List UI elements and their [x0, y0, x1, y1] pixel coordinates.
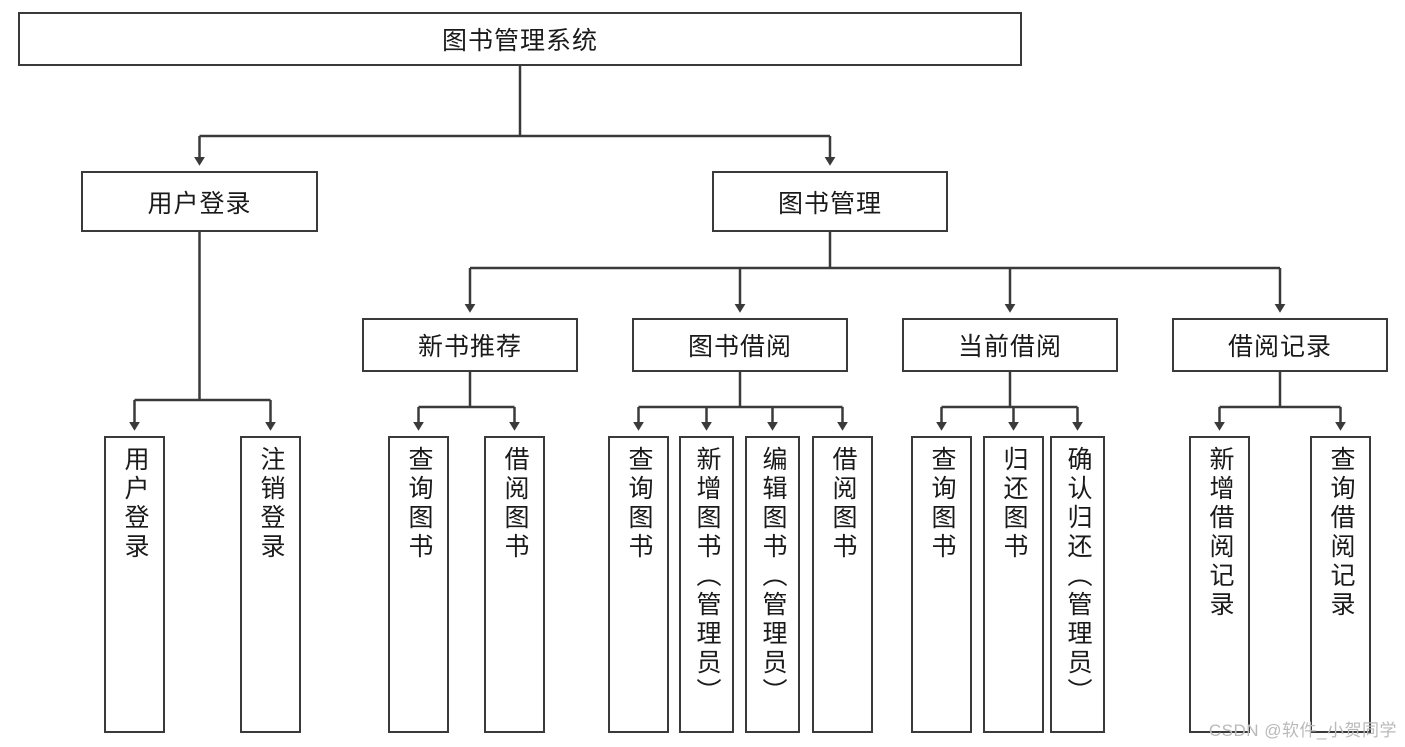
leaf-node-leaf-edit-book[interactable]: 编辑图书（管理员） — [745, 436, 800, 733]
root-node-root[interactable]: 图书管理系统 — [18, 12, 1022, 66]
level2-node-book-manage[interactable]: 图书管理 — [712, 171, 948, 232]
leaf-node-leaf-query-book-2[interactable]: 查询图书 — [608, 436, 669, 733]
node-label: 借阅记录 — [1227, 333, 1332, 361]
leaf-node-leaf-return-book[interactable]: 归还图书 — [983, 436, 1044, 733]
node-label: 查询图书 — [928, 446, 956, 562]
node-label: 新增图书（管理员） — [693, 446, 721, 707]
leaf-node-leaf-query-book-1[interactable]: 查询图书 — [388, 436, 449, 733]
node-label: 新增借阅记录 — [1206, 446, 1234, 620]
node-label: 查询借阅记录 — [1327, 446, 1355, 620]
node-label: 用户登录 — [147, 189, 252, 218]
node-label: 图书管理 — [777, 189, 882, 218]
level3-node-new-book-recommend[interactable]: 新书推荐 — [362, 318, 578, 372]
node-label: 注销登录 — [257, 446, 285, 562]
node-label: 借阅图书 — [501, 446, 529, 562]
level3-node-current-borrow[interactable]: 当前借阅 — [902, 318, 1118, 372]
node-label: 当前借阅 — [957, 333, 1062, 361]
node-label: 借阅图书 — [829, 446, 857, 562]
level2-node-user-login[interactable]: 用户登录 — [81, 171, 318, 232]
leaf-node-leaf-add-book[interactable]: 新增图书（管理员） — [679, 436, 734, 733]
leaf-node-leaf-query-book-3[interactable]: 查询图书 — [911, 436, 972, 733]
leaf-node-leaf-logout[interactable]: 注销登录 — [240, 436, 301, 733]
leaf-node-leaf-add-record[interactable]: 新增借阅记录 — [1189, 436, 1250, 733]
node-label: 查询图书 — [625, 446, 653, 562]
node-label: 查询图书 — [405, 446, 433, 562]
leaf-node-leaf-user-login[interactable]: 用户登录 — [104, 436, 165, 733]
watermark-text: CSDN @软件_小贺同学 — [1208, 721, 1397, 740]
leaf-node-leaf-borrow-book-2[interactable]: 借阅图书 — [812, 436, 873, 733]
level3-node-book-borrow[interactable]: 图书借阅 — [632, 318, 848, 372]
node-label: 归还图书 — [1000, 446, 1028, 562]
node-label: 确认归还（管理员） — [1064, 446, 1092, 707]
node-label: 图书管理系统 — [441, 27, 598, 55]
node-label: 编辑图书（管理员） — [759, 446, 787, 707]
leaf-node-leaf-confirm-return[interactable]: 确认归还（管理员） — [1050, 436, 1105, 733]
node-label: 新书推荐 — [417, 333, 522, 361]
node-label: 用户登录 — [121, 446, 149, 562]
level3-node-borrow-record[interactable]: 借阅记录 — [1172, 318, 1388, 372]
leaf-node-leaf-query-record[interactable]: 查询借阅记录 — [1310, 436, 1371, 733]
leaf-node-leaf-borrow-book-1[interactable]: 借阅图书 — [484, 436, 545, 733]
node-label: 图书借阅 — [687, 333, 792, 361]
